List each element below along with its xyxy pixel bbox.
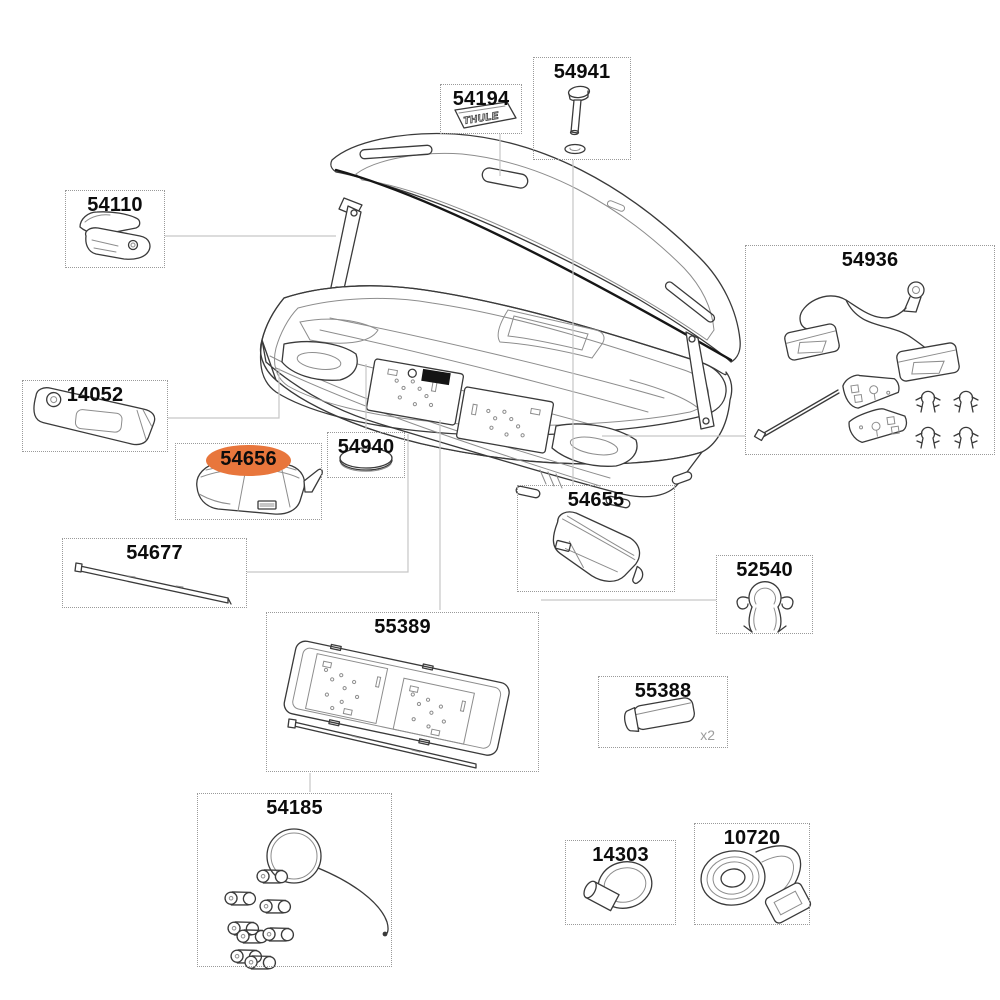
part-box-10720[interactable]: 10720 bbox=[694, 823, 810, 925]
part-box-54110[interactable]: 54110 bbox=[65, 190, 165, 268]
part-number-label: 14052 bbox=[66, 384, 124, 406]
part-number-label: 55388 bbox=[634, 680, 692, 702]
part-box-54185[interactable]: 54185 bbox=[197, 793, 392, 967]
part-box-54194[interactable]: 54194 bbox=[440, 84, 522, 134]
part-number-label: 10720 bbox=[723, 827, 781, 849]
part-box-52540[interactable]: 52540 bbox=[716, 555, 813, 634]
part-number-label-highlighted: 54656 bbox=[206, 445, 291, 476]
part-number-label: 54940 bbox=[337, 436, 395, 458]
part-box-55388[interactable]: 55388 x2 bbox=[598, 676, 728, 748]
part-box-14052[interactable]: 14052 bbox=[22, 380, 168, 452]
part-number-label: 54677 bbox=[126, 542, 183, 564]
part-number-label: 54655 bbox=[567, 489, 625, 511]
part-box-54936[interactable]: 54936 bbox=[745, 245, 995, 455]
part-number-label: 14303 bbox=[592, 844, 649, 866]
part-box-55389[interactable]: 55389 bbox=[266, 612, 539, 772]
part-box-54677[interactable]: 54677 bbox=[62, 538, 247, 608]
part-number-label: 54194 bbox=[452, 88, 510, 110]
part-number-label: 52540 bbox=[736, 559, 793, 581]
quantity-badge: x2 bbox=[700, 727, 715, 743]
right-lid-strut-drawing bbox=[685, 331, 715, 430]
mount-plate-b bbox=[455, 386, 555, 454]
part-box-54940[interactable]: 54940 bbox=[327, 432, 405, 478]
part-number-label: 54110 bbox=[87, 194, 143, 216]
part-number-label: 55389 bbox=[374, 616, 431, 638]
left-lid-strut-drawing bbox=[329, 197, 363, 299]
part-box-54655[interactable]: 54655 bbox=[517, 485, 675, 592]
roof-box-lid-drawing bbox=[330, 132, 741, 363]
part-number-label: 54941 bbox=[553, 61, 611, 83]
part-number-label: 54936 bbox=[841, 249, 899, 271]
part-box-54656[interactable]: 54656 bbox=[175, 443, 322, 520]
mount-plate-a bbox=[365, 358, 465, 426]
lock-slot bbox=[407, 368, 451, 386]
part-box-14303[interactable]: 14303 bbox=[565, 840, 676, 925]
part-number-label: 54185 bbox=[266, 797, 323, 819]
part-box-54941[interactable]: 54941 bbox=[533, 57, 631, 160]
